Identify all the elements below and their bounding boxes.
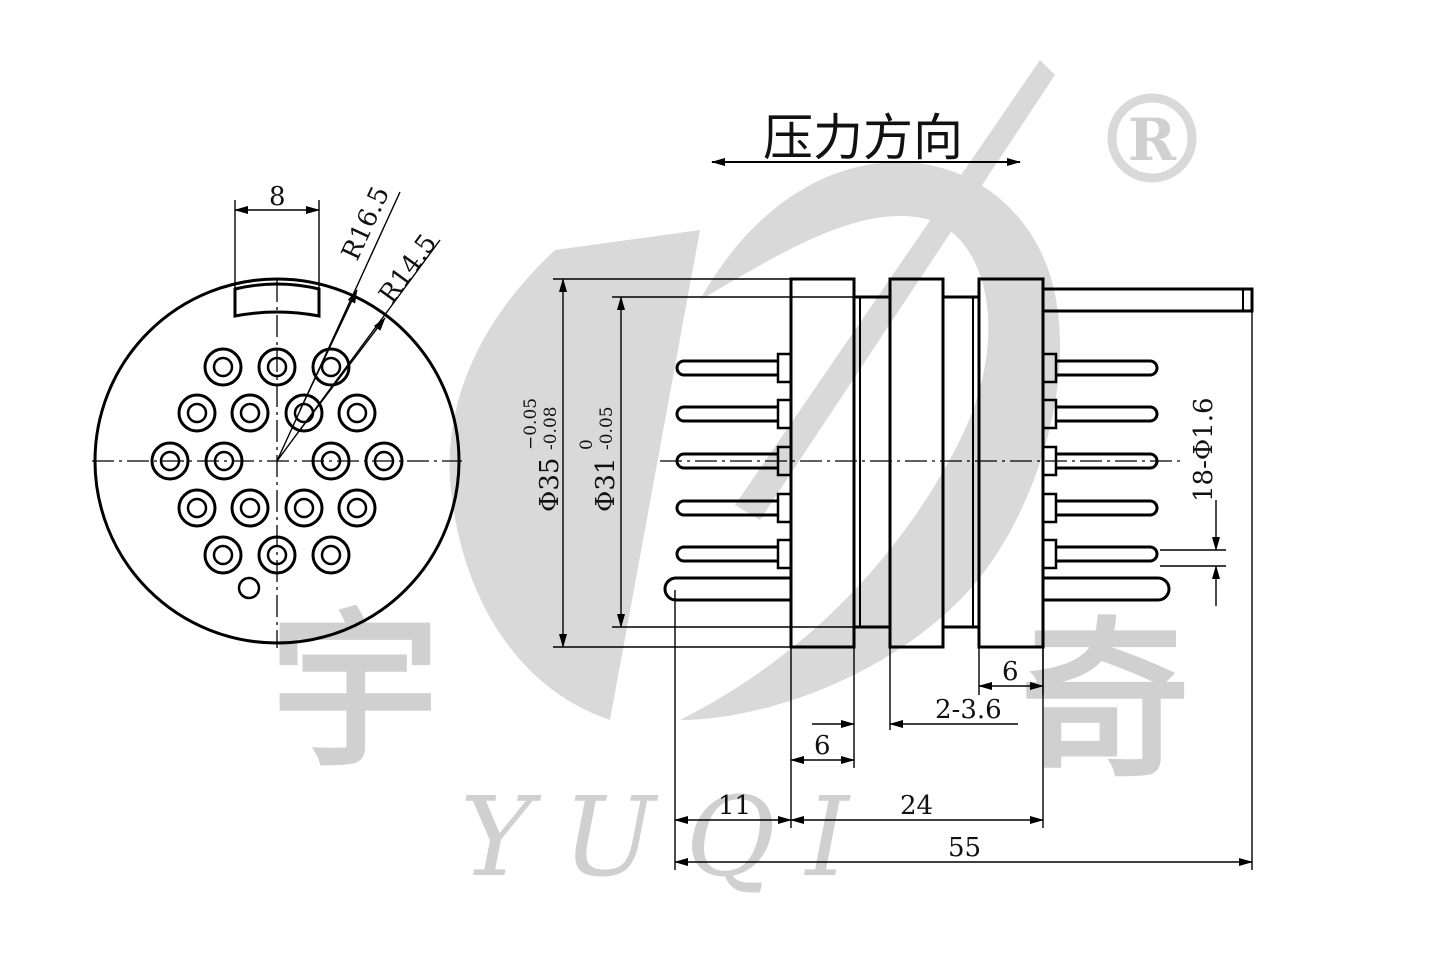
long-pin-right	[1043, 576, 1171, 602]
pin-collar-left	[776, 538, 793, 570]
watermark-logo-swoosh-2	[680, 161, 1061, 720]
watermark-script: YUQI	[460, 773, 879, 901]
dim-8-label: 8	[269, 182, 286, 212]
pin-left	[675, 405, 778, 423]
dim-6r-label: 6	[1002, 657, 1019, 687]
pin-hole-outer	[311, 347, 351, 387]
pin-collar-right	[1041, 538, 1058, 570]
pin-hole-inner	[320, 356, 342, 378]
pin-left	[675, 499, 778, 517]
watermark-logo-slash	[735, 60, 1055, 520]
watermark: R 宇 奇 YUQI	[270, 60, 1197, 901]
pin-right	[1056, 499, 1159, 517]
pin-hole-outer	[284, 488, 324, 528]
dim-d31-tol-lower: -0.05	[597, 406, 617, 450]
pin-collar-right	[1041, 445, 1058, 477]
pin-hole-inner	[213, 450, 235, 472]
pin-collar-left	[776, 398, 793, 430]
pin-hole-inner	[346, 497, 368, 519]
dim-d35-tol-upper: −0.05	[521, 398, 541, 450]
dim-11-label: 11	[718, 791, 751, 821]
pin-hole-outer	[150, 441, 190, 481]
pin-hole-inner	[239, 497, 261, 519]
locating-hole	[237, 576, 261, 600]
front-view: 8 R16.5 R14.5	[92, 182, 462, 648]
pin-hole-inner	[186, 497, 208, 519]
pin-right	[1056, 452, 1159, 470]
pin-hole-inner	[186, 402, 208, 424]
pin-hole-inner	[266, 356, 288, 378]
dim-d35-label: Φ35	[535, 458, 565, 512]
radius-r165-arrow	[299, 289, 358, 411]
plate-left	[789, 277, 856, 649]
dim-r165-label: R16.5	[336, 182, 396, 265]
pin-hole-outer	[177, 393, 217, 433]
pin-collar-left	[776, 352, 793, 384]
pin-hole-inner	[320, 450, 342, 472]
watermark-char-right: 奇	[1020, 601, 1190, 801]
pressure-direction-title: 压力方向	[763, 109, 963, 167]
dim-r145-label: R14.5	[373, 229, 443, 309]
dim-pins-label: 18-Φ1.6	[1189, 397, 1219, 502]
pin-left	[675, 359, 778, 377]
pin-hole-outer	[337, 393, 377, 433]
pressure-direction: 压力方向	[711, 109, 1021, 167]
watermark-logo-swoosh	[449, 230, 700, 720]
pin-hole-outer	[257, 535, 297, 575]
pin-hole-inner	[212, 544, 234, 566]
dim-d35: Φ35 −0.05 -0.08	[521, 398, 565, 512]
pin-hole-outer	[230, 488, 270, 528]
pin-hole-inner	[320, 544, 342, 566]
pin-hole-inner	[373, 450, 395, 472]
watermark-registered-circle	[1107, 93, 1197, 183]
pin-hole-inner	[239, 402, 261, 424]
pin-hole-inner	[293, 497, 315, 519]
pin-right	[1056, 545, 1159, 563]
side-view: Φ35 −0.05 -0.08 Φ31 0 -0.05 18-Φ1.6 6 2-…	[521, 277, 1254, 870]
pin-hole-outer	[203, 347, 243, 387]
dim-55-label: 55	[948, 833, 981, 863]
pin-hole-inner	[159, 450, 181, 472]
radius-r165-line	[276, 191, 401, 462]
pin-hole-outer	[337, 488, 377, 528]
dim-d31-label: Φ31	[591, 458, 621, 512]
long-pin-left	[663, 576, 791, 602]
pin-collar-right	[1041, 398, 1058, 430]
pin-hole-outer	[364, 441, 404, 481]
pin-hole-inner	[266, 544, 288, 566]
pin-hole-outer	[284, 393, 324, 433]
pin-collar-right	[1041, 492, 1058, 524]
dim-6l-label: 6	[814, 731, 831, 761]
pin-right	[1056, 359, 1159, 377]
dim-24-label: 24	[900, 791, 933, 821]
watermark-logo-inner	[575, 245, 690, 560]
radius-r145-arrow	[299, 317, 386, 431]
dim-d31: Φ31 0 -0.05	[577, 406, 621, 512]
pin-hole-inner	[212, 356, 234, 378]
pin-right	[1056, 405, 1159, 423]
pin-hole-outer	[311, 535, 351, 575]
pin-collar-right	[1041, 352, 1058, 384]
pin-collar-left	[776, 445, 793, 477]
pin-hole-outer	[257, 347, 297, 387]
pin-hole-outer	[177, 488, 217, 528]
watermark-registered-letter: R	[1128, 106, 1177, 174]
pin-hole-outer	[204, 441, 244, 481]
pin-hole-inner	[346, 402, 368, 424]
dim-36-label: 2-3.6	[935, 695, 1002, 725]
pin-hole-outer	[203, 535, 243, 575]
pin-holes	[150, 347, 404, 575]
dim-d35-tol-lower: -0.08	[541, 406, 561, 450]
top-strip	[1043, 287, 1254, 313]
pin-hole-outer	[230, 393, 270, 433]
pin-collar-left	[776, 492, 793, 524]
watermark-char-left: 宇	[270, 591, 440, 791]
dim-d31-tol-upper: 0	[577, 439, 597, 450]
pin-hole-inner	[293, 402, 315, 424]
pin-left	[675, 545, 778, 563]
pin-hole-outer	[311, 441, 351, 481]
